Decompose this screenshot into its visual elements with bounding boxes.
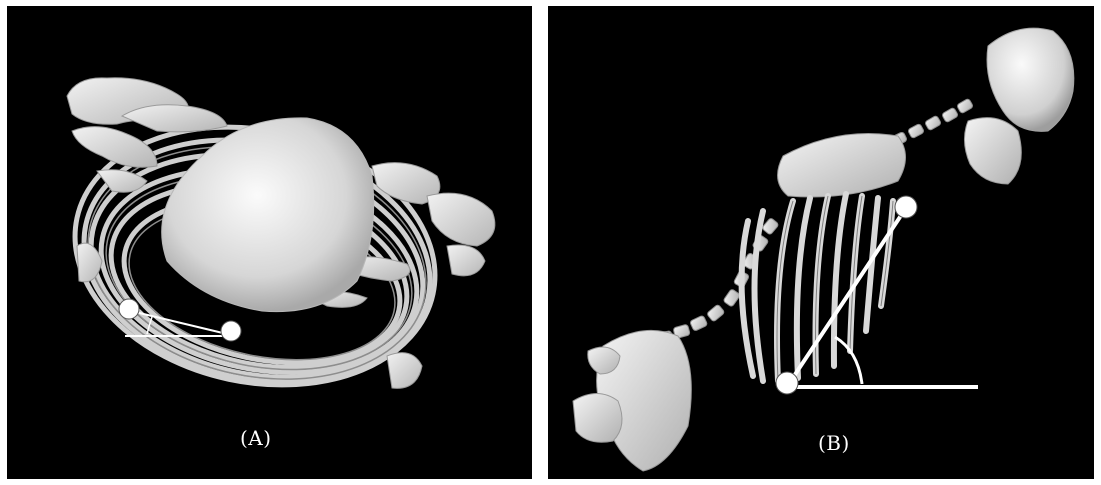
landmark-marker-a1 <box>119 299 139 319</box>
panel-a-ribcage-top-view: (A) <box>7 6 532 479</box>
ribs <box>742 194 893 381</box>
skull-side <box>964 28 1073 184</box>
landmark-marker-b2 <box>895 196 917 218</box>
skeleton-side-illustration <box>548 6 1094 479</box>
panel-b-label: (B) <box>818 431 850 455</box>
landmark-marker-a2 <box>221 321 241 341</box>
skull-top <box>162 118 374 312</box>
panel-b-skeleton-side-view: (B) <box>548 6 1094 479</box>
scapula <box>778 134 906 198</box>
panel-a-label: (A) <box>240 426 272 450</box>
ribcage-top-illustration <box>7 6 532 479</box>
landmark-marker-b1 <box>776 372 798 394</box>
